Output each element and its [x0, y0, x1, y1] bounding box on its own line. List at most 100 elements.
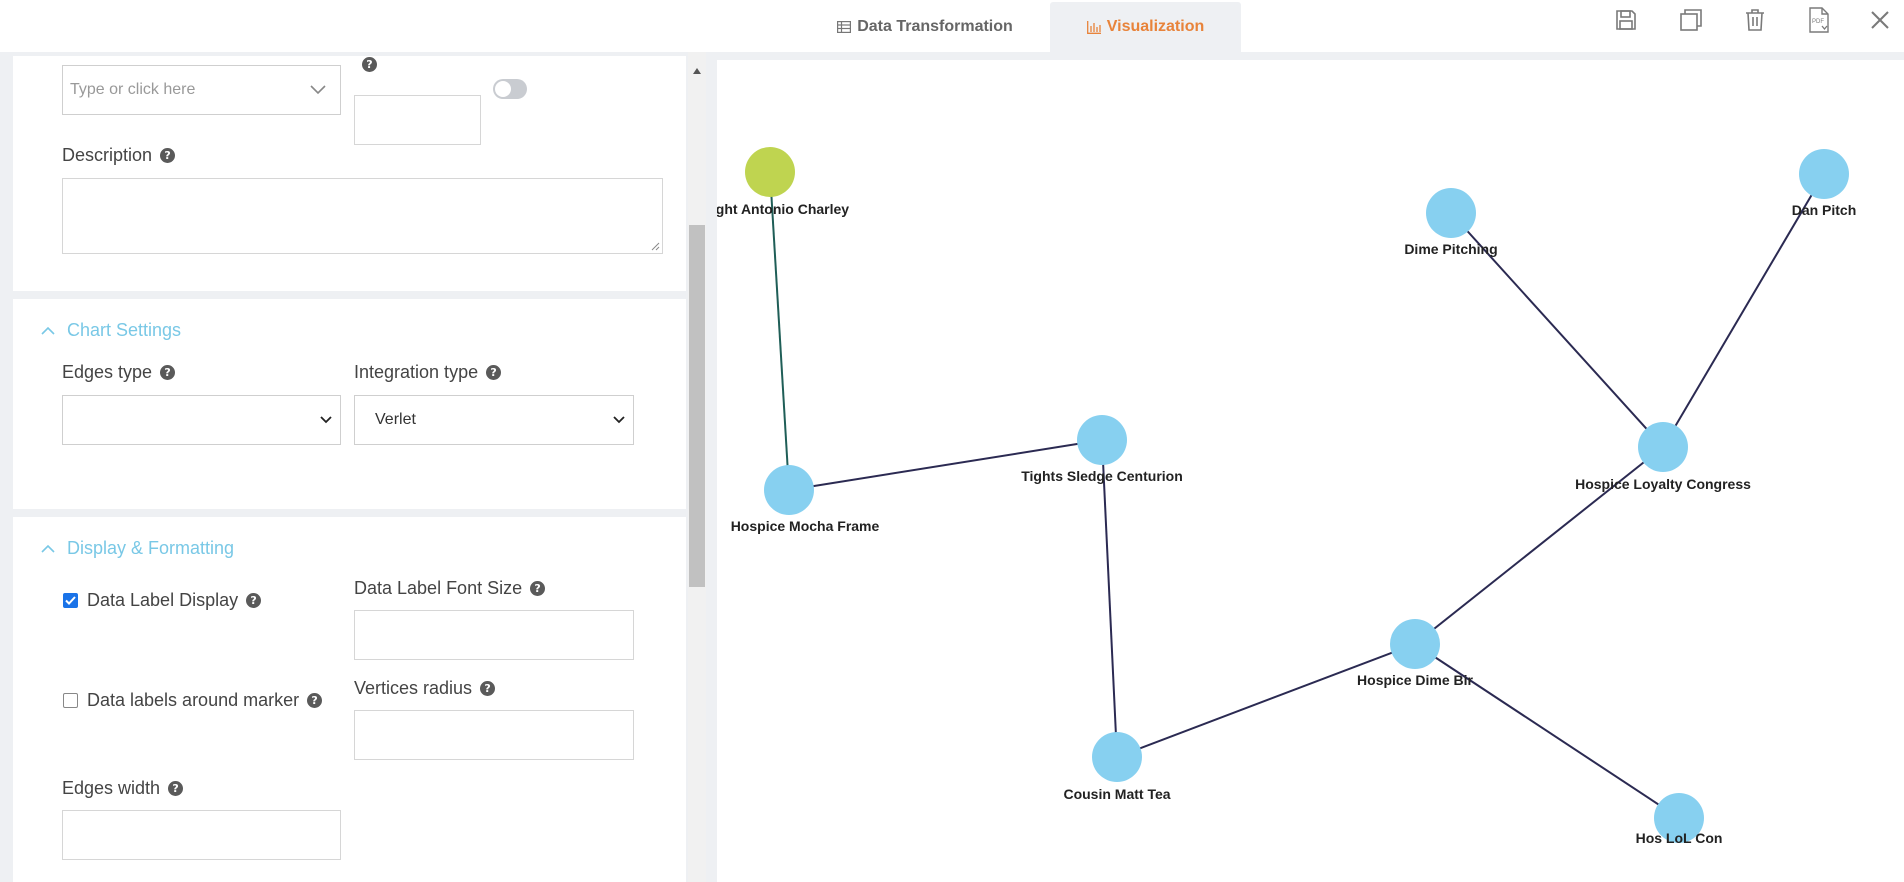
graph-edge: [1414, 643, 1680, 819]
display-formatting-card: Display & Formatting Data Label Display …: [13, 517, 686, 882]
graph-node-label: Hos LoL Con: [1636, 830, 1723, 846]
resize-handle-icon[interactable]: [650, 241, 660, 251]
help-icon[interactable]: ?: [160, 148, 176, 163]
graph-node-label: Dime Pitching: [1404, 241, 1497, 257]
graph-node-marker[interactable]: [1077, 415, 1127, 465]
graph-node-marker[interactable]: [1799, 149, 1849, 199]
data-label-display-checkbox[interactable]: [63, 593, 78, 608]
graph-node-marker[interactable]: [1654, 793, 1704, 843]
trash-icon[interactable]: [1741, 6, 1769, 34]
display-formatting-title: Display & Formatting: [67, 538, 235, 558]
edges-layer: [769, 171, 1825, 819]
top-bar: Data Transformation Visualization PDF: [0, 0, 1904, 52]
description-label-text: Description: [62, 145, 153, 165]
help-icon[interactable]: ?: [480, 681, 496, 696]
graph-edge: [1414, 446, 1664, 645]
graph-node-marker[interactable]: [764, 465, 814, 515]
chevron-down-icon: [320, 416, 332, 424]
save-icon[interactable]: [1612, 6, 1640, 34]
graph-edge: [788, 439, 1103, 491]
general-settings-card: Type or click here ? Description ?: [13, 56, 686, 291]
help-icon[interactable]: ?: [160, 365, 176, 380]
graph-node-marker[interactable]: [1390, 619, 1440, 669]
chevron-up-icon: [41, 326, 55, 335]
help-icon[interactable]: ?: [246, 593, 262, 608]
data-labels-around-marker-label: Data labels around marker ?: [87, 690, 323, 711]
graph-node-cousin[interactable]: Cousin Matt Tea: [1063, 732, 1171, 802]
data-label-display-label: Data Label Display ?: [87, 590, 262, 611]
description-textarea[interactable]: [62, 178, 663, 254]
toggle-switch[interactable]: [493, 79, 527, 99]
integration-type-select[interactable]: Verlet: [354, 395, 634, 445]
vertices-radius-label: Vertices radius ?: [354, 678, 496, 699]
integration-type-label: Integration type ?: [354, 362, 502, 383]
graph-node-marker[interactable]: [1092, 732, 1142, 782]
help-icon[interactable]: ?: [168, 781, 184, 796]
help-icon[interactable]: ?: [307, 693, 323, 708]
tab-data-transformation-label: Data Transformation: [857, 18, 1013, 35]
graph-node-mocha[interactable]: Hospice Mocha Frame: [731, 465, 880, 534]
tab-data-transformation[interactable]: Data Transformation: [812, 2, 1038, 52]
pdf-export-icon[interactable]: PDF: [1805, 6, 1833, 34]
graph-node-marker[interactable]: [745, 147, 795, 197]
data-label-font-size-label: Data Label Font Size ?: [354, 578, 546, 599]
graph-node-label: Hospice Mocha Frame: [731, 518, 880, 534]
graph-edge: [1116, 643, 1416, 758]
graph-node-label: Dan Pitch: [1792, 202, 1857, 218]
scrollbar-thumb[interactable]: [689, 225, 705, 587]
data-labels-around-marker-label-text: Data labels around marker: [87, 690, 300, 710]
display-formatting-header[interactable]: Display & Formatting: [41, 538, 234, 559]
svg-text:PDF: PDF: [1812, 19, 1824, 25]
table-icon: [837, 21, 852, 33]
chevron-up-icon: [41, 544, 55, 553]
tab-visualization-label: Visualization: [1106, 18, 1205, 35]
edges-type-label: Edges type ?: [62, 362, 176, 383]
graph-edge: [1101, 439, 1118, 758]
edges-type-select[interactable]: [62, 395, 341, 445]
description-label: Description ?: [62, 145, 176, 166]
type-select[interactable]: Type or click here: [62, 65, 341, 115]
graph-node-label: Hospice Dime Bir: [1357, 672, 1473, 688]
chevron-down-icon: [613, 416, 625, 424]
integration-type-label-text: Integration type: [354, 362, 479, 382]
chart-settings-card: Chart Settings Edges type ? Integration …: [13, 299, 686, 509]
close-icon[interactable]: [1866, 6, 1894, 34]
tab-visualization[interactable]: Visualization: [1050, 2, 1241, 52]
help-icon[interactable]: ?: [486, 365, 502, 380]
graph-node-marker[interactable]: [1426, 188, 1476, 238]
data-labels-around-marker-checkbox[interactable]: [63, 693, 78, 708]
chart-settings-header[interactable]: Chart Settings: [41, 320, 181, 341]
help-icon[interactable]: ?: [530, 581, 546, 596]
graph-edge: [769, 171, 790, 491]
graph-node-label: Dwight Antonio Charley: [717, 201, 849, 217]
help-icon[interactable]: ?: [362, 57, 377, 72]
edges-width-input[interactable]: [62, 810, 341, 860]
numeric-input[interactable]: [354, 95, 481, 145]
edges-width-label-text: Edges width: [62, 778, 161, 798]
data-label-font-size-input[interactable]: [354, 610, 634, 660]
graph-node-dimebir[interactable]: Hospice Dime Bir: [1357, 619, 1474, 688]
scroll-up-arrow-icon[interactable]: [692, 62, 702, 80]
chevron-down-icon: [310, 85, 326, 95]
settings-panel: Type or click here ? Description ? Chart…: [0, 52, 688, 882]
type-select-placeholder: Type or click here: [70, 81, 196, 98]
graph-node-label: Tights Sledge Centurion: [1021, 468, 1183, 484]
bar-chart-icon: [1086, 20, 1101, 34]
data-label-display-label-text: Data Label Display: [87, 590, 239, 610]
graph-node-hoslol[interactable]: Hos LoL Con: [1636, 793, 1723, 846]
toggle-knob: [495, 81, 511, 97]
graph-node-danpitch[interactable]: Dan Pitch: [1792, 149, 1857, 218]
edges-type-label-text: Edges type: [62, 362, 153, 382]
graph-node-dwight[interactable]: Dwight Antonio Charley: [717, 147, 849, 217]
graph-node-tights[interactable]: Tights Sledge Centurion: [1021, 415, 1183, 484]
duplicate-icon[interactable]: [1677, 6, 1705, 34]
graph-edge: [1450, 212, 1664, 448]
graph-node-dimepitch[interactable]: Dime Pitching: [1404, 188, 1498, 257]
data-label-font-size-label-text: Data Label Font Size: [354, 578, 523, 598]
graph-node-loyalty[interactable]: Hospice Loyalty Congress: [1575, 422, 1751, 492]
graph-node-marker[interactable]: [1638, 422, 1688, 472]
vertices-radius-input[interactable]: [354, 710, 634, 760]
check-icon: [65, 596, 76, 605]
